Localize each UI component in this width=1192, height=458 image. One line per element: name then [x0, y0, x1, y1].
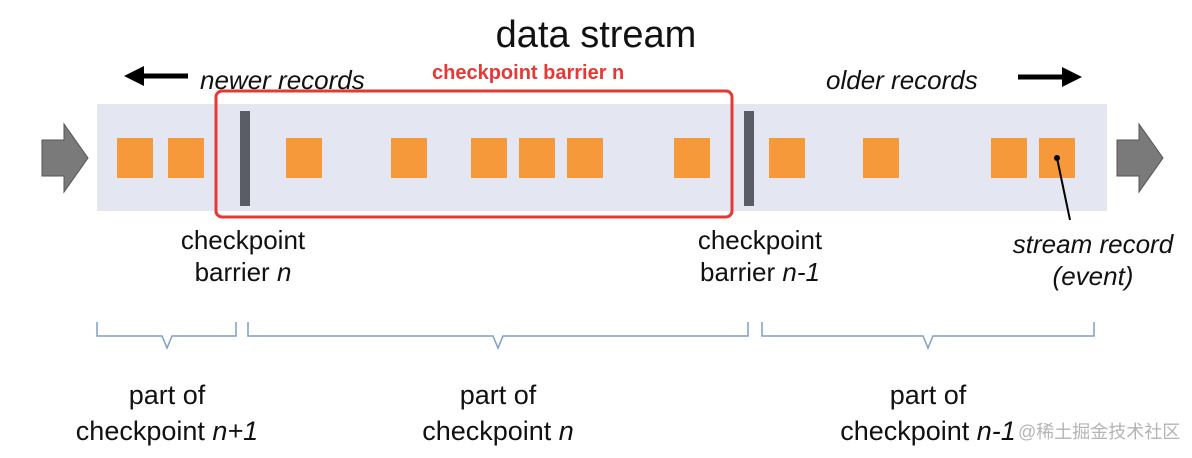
brace-part-n — [247, 322, 749, 350]
flow-arrow-right — [1116, 122, 1164, 194]
highlight-label: checkpoint barrier n — [432, 62, 625, 84]
part-n-plus-1-label: part of checkpoint n+1 — [17, 377, 317, 449]
record — [674, 138, 710, 178]
record — [769, 138, 805, 178]
barrier-n-label: checkpoint barrier n — [143, 224, 343, 288]
part-line2: checkpoint n+1 — [17, 413, 317, 449]
braces — [96, 322, 1095, 350]
brace-part-n-plus-1 — [96, 322, 237, 350]
barrier-n-line1: checkpoint — [180, 225, 306, 255]
part-line1: part of — [459, 380, 537, 410]
record — [391, 138, 427, 178]
part-prefix: checkpoint — [840, 416, 977, 446]
part-n-minus-1-label: part of checkpoint n-1 — [768, 377, 1088, 449]
part-prefix: checkpoint — [422, 416, 559, 446]
barrier-n-minus-1-symbol: n-1 — [782, 257, 820, 287]
barrier-n-symbol: n — [276, 257, 292, 287]
part-line1: part of — [889, 380, 967, 410]
diagram-title: data stream — [495, 14, 697, 56]
barrier-n-minus-1-line2: barrier n-1 — [660, 256, 860, 288]
part-symbol: n+1 — [212, 416, 259, 446]
record — [519, 138, 555, 178]
part-line2: checkpoint n-1 — [768, 413, 1088, 449]
record — [117, 138, 153, 178]
barrier-n-prefix: barrier — [194, 257, 277, 287]
barrier-n-minus-1-line1: checkpoint — [697, 225, 823, 255]
newer-records-label: newer records — [200, 65, 365, 95]
part-prefix: checkpoint — [75, 416, 213, 446]
part-line1: part of — [128, 380, 206, 410]
older-arrow — [1018, 67, 1082, 87]
stream-record-line1: stream record — [1012, 229, 1174, 259]
record — [471, 138, 507, 178]
record — [168, 138, 204, 178]
brace-part-n-minus-1 — [761, 322, 1095, 350]
record — [567, 138, 603, 178]
barrier-n-minus-1-prefix: barrier — [700, 257, 783, 287]
older-records-label: older records — [826, 65, 978, 95]
part-symbol: n-1 — [976, 416, 1016, 446]
barrier-n-minus-1 — [744, 111, 754, 206]
record-pointer-line — [1056, 157, 1071, 221]
highlight-box — [214, 89, 734, 219]
records — [117, 138, 1075, 178]
part-n-label: part of checkpoint n — [348, 377, 648, 449]
stream-record-label: stream record (event) — [995, 228, 1191, 292]
watermark: @稀土掘金技术社区 — [1018, 422, 1181, 442]
record — [286, 138, 322, 178]
newer-arrow — [124, 66, 188, 86]
barrier-n-line2: barrier n — [143, 256, 343, 288]
barrier-n — [240, 111, 250, 206]
barrier-n-minus-1-label: checkpoint barrier n-1 — [660, 224, 860, 288]
part-symbol: n — [558, 416, 574, 446]
part-line2: checkpoint n — [348, 413, 648, 449]
record — [991, 138, 1027, 178]
stream-record-line2: (event) — [1052, 261, 1134, 291]
flow-arrow-left — [41, 122, 89, 194]
record — [863, 138, 899, 178]
